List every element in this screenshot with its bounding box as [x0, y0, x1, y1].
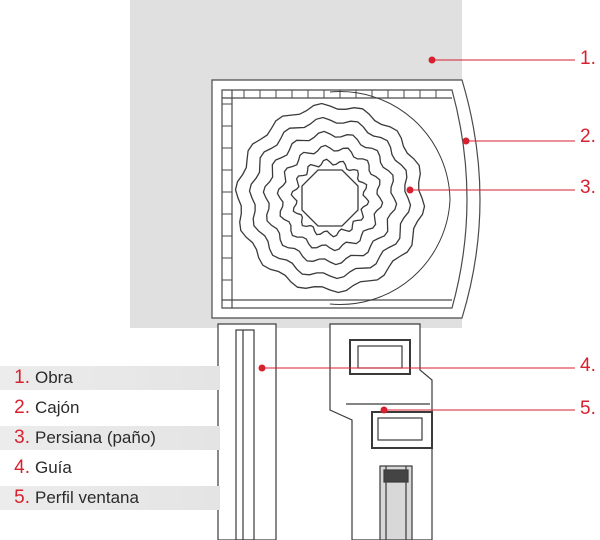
legend-label: Perfil ventana [35, 488, 139, 507]
leader-dot [380, 406, 388, 414]
legend-number: 3. [14, 427, 30, 448]
legend-row-perfil-ventana: 5. Perfil ventana [0, 486, 220, 510]
legend-number: 2. [14, 397, 30, 418]
legend-label: Guía [35, 458, 72, 477]
legend-number: 1. [14, 367, 30, 388]
legend-number: 4. [14, 457, 30, 478]
legend-label: Obra [35, 368, 73, 387]
legend-row-guia: 4. Guía [0, 456, 220, 480]
callout-number-guia: 4. [580, 355, 596, 376]
axle-octagon [301, 169, 359, 227]
leader-dot [258, 364, 266, 372]
legend-row-obra: 1. Obra [0, 366, 220, 390]
legend-row-cajon: 2. Cajón [0, 396, 220, 420]
callout-number-cajon: 2. [580, 126, 596, 147]
window-profile [329, 323, 433, 540]
curtain-coil [276, 144, 384, 252]
callout-number-obra: 1. [580, 48, 596, 69]
leader-dot [428, 56, 436, 64]
curtain-coil [262, 130, 398, 266]
rolled-curtain [234, 91, 451, 305]
legend-label: Persiana (paño) [35, 428, 156, 447]
legend-number: 5. [14, 487, 30, 508]
curtain-coil [290, 158, 370, 238]
leader-dot [406, 186, 414, 194]
legend-label: Cajón [35, 398, 80, 417]
curtain-coil [234, 102, 426, 294]
callout-number-persiana: 3. [580, 177, 596, 198]
leader-dot [462, 137, 470, 145]
callout-number-perfil-ventana: 5. [580, 398, 596, 419]
guide-rail [217, 323, 277, 540]
curtain-coil [248, 116, 412, 280]
callout-leaders [258, 56, 575, 414]
legend-row-persiana: 3. Persiana (paño) [0, 426, 220, 450]
